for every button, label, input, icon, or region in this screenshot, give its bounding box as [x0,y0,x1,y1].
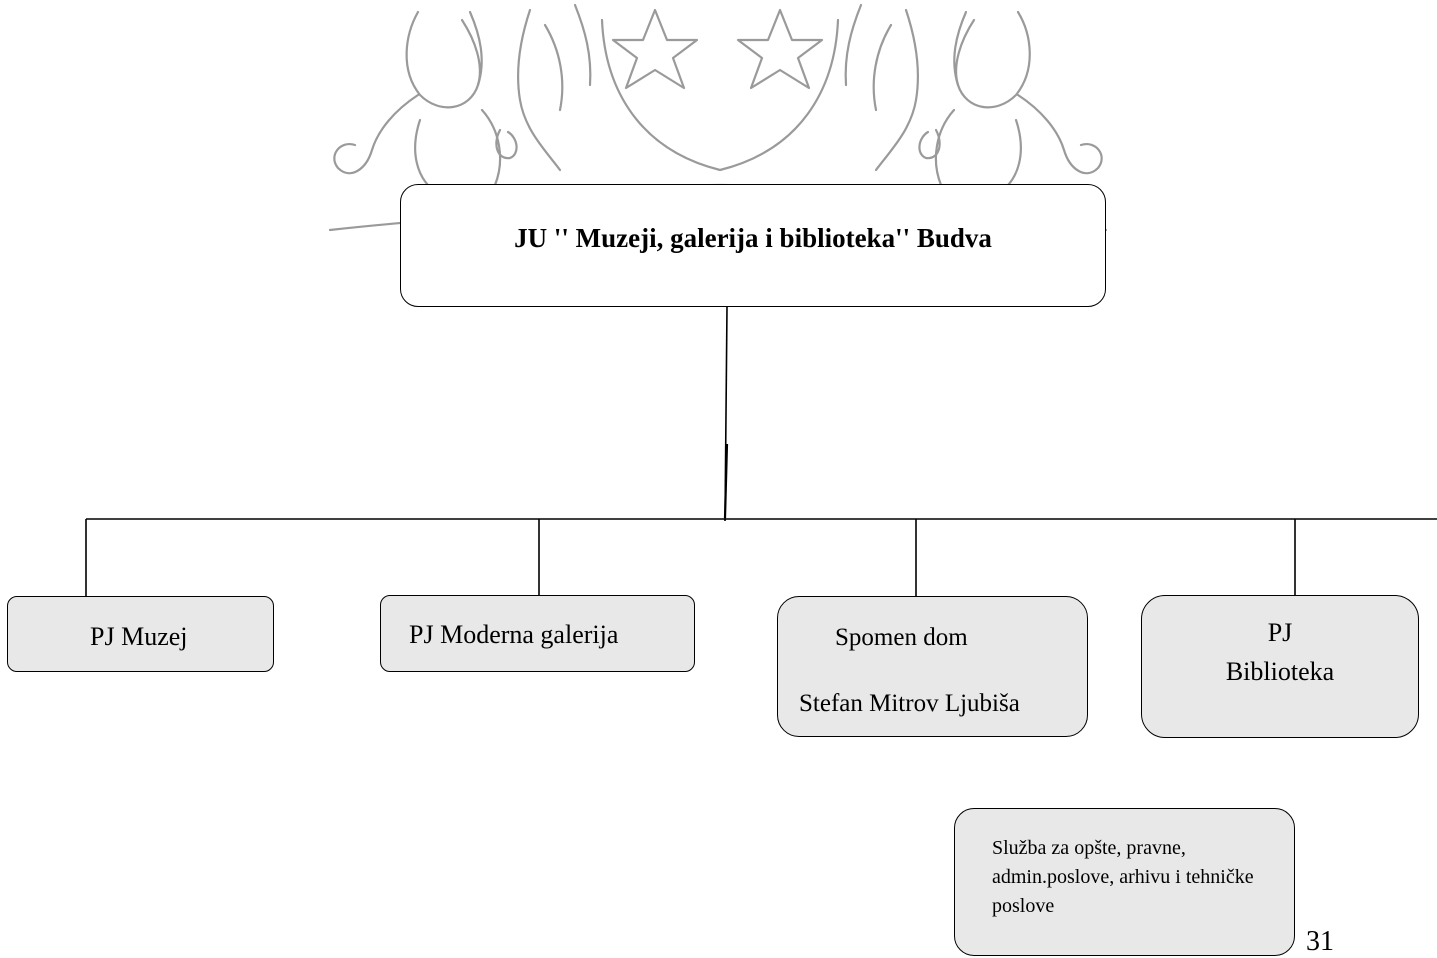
unit-node-spomen-dom: Spomen dom Stefan Mitrov Ljubiša [777,596,1088,737]
unit-node-label-line2: Stefan Mitrov Ljubiša [799,690,1020,717]
service-node-label: Služba za opšte, pravne, admin.poslove, … [992,837,1254,917]
unit-node-label: PJ Moderna galerija [409,620,619,649]
service-node: Služba za opšte, pravne, admin.poslove, … [954,808,1295,956]
unit-node-muzej: PJ Muzej [7,596,274,672]
unit-node-label-line2: Biblioteka [1225,657,1335,686]
unit-node-label-line1: PJ [1267,618,1293,647]
page-number: 31 [1306,926,1334,957]
unit-node-label-line1: Spomen dom [835,624,968,651]
unit-node-biblioteka: PJ Biblioteka [1141,595,1419,738]
root-node-title: JU '' Muzeji, galerija i biblioteka'' Bu… [514,223,992,253]
unit-node-moderna-galerija: PJ Moderna galerija [380,595,695,672]
root-node: JU '' Muzeji, galerija i biblioteka'' Bu… [400,184,1106,307]
unit-node-label: PJ Muzej [90,622,188,651]
